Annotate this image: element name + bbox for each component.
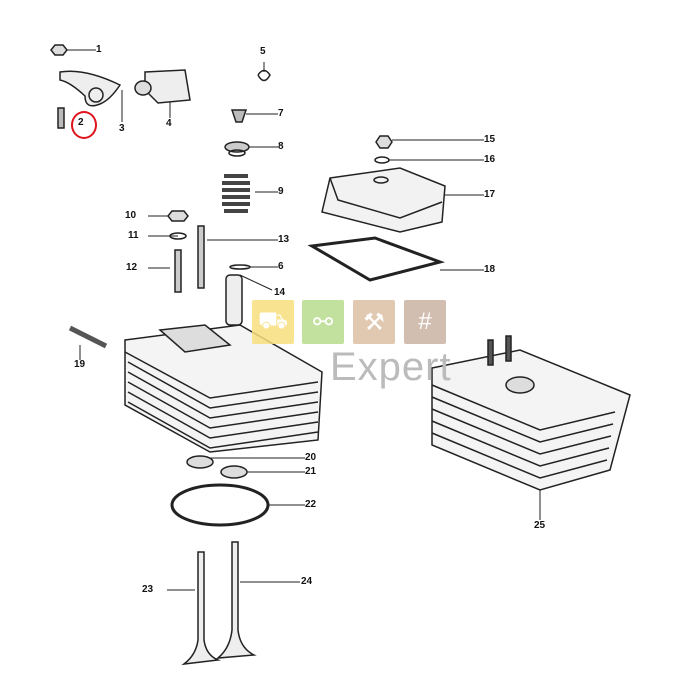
callout-18[interactable]: 18 xyxy=(484,264,496,275)
callout-17[interactable]: 17 xyxy=(484,189,496,200)
callout-15[interactable]: 15 xyxy=(484,134,496,145)
callout-25[interactable]: 25 xyxy=(534,520,546,531)
part-valve-spring-9 xyxy=(222,174,250,213)
callout-9[interactable]: 9 xyxy=(278,186,284,197)
part-spring-retainer-8 xyxy=(224,141,250,157)
tools-icon: ⚒ xyxy=(353,300,395,344)
part-washer-11 xyxy=(169,232,187,240)
tractor-icon: ⛟ xyxy=(252,300,294,344)
callout-14[interactable]: 14 xyxy=(274,287,286,298)
callout-21[interactable]: 21 xyxy=(305,466,317,477)
leader-lines xyxy=(66,49,541,591)
watermark-text: Expert xyxy=(330,345,452,389)
part-valve-cover-17 xyxy=(321,167,446,233)
callout-5[interactable]: 5 xyxy=(260,46,266,57)
callout-12[interactable]: 12 xyxy=(126,262,138,273)
callout-10[interactable]: 10 xyxy=(125,210,137,221)
part-screw-2 xyxy=(57,107,65,129)
part-stud-19 xyxy=(68,325,108,349)
callout-11[interactable]: 11 xyxy=(128,230,139,241)
callout-23[interactable]: 23 xyxy=(142,584,154,595)
part-rocker-arm-3 xyxy=(59,70,122,107)
part-nut-10 xyxy=(167,210,189,222)
callout-20[interactable]: 20 xyxy=(305,452,317,463)
part-cylinder-head-25 xyxy=(431,335,631,491)
part-seal-ring-6 xyxy=(229,264,251,270)
callout-1[interactable]: 1 xyxy=(96,44,102,55)
wheelbarrow-icon: ⚯ xyxy=(302,300,344,344)
callout-4[interactable]: 4 xyxy=(166,118,172,129)
part-valve-guide-14 xyxy=(225,274,243,326)
part-nut-15 xyxy=(375,135,393,149)
part-cover-gasket-18 xyxy=(307,236,446,282)
part-seat-ring-21 xyxy=(220,465,248,479)
callout-16[interactable]: 16 xyxy=(484,154,496,165)
callout-13[interactable]: 13 xyxy=(278,234,290,245)
callout-3[interactable]: 3 xyxy=(119,123,125,134)
callout-8[interactable]: 8 xyxy=(278,141,284,152)
callout-7[interactable]: 7 xyxy=(278,108,284,119)
part-seat-ring-20 xyxy=(186,455,214,469)
part-stud-13 xyxy=(197,225,205,289)
part-rocker-bracket-4 xyxy=(134,69,191,104)
part-stud-12 xyxy=(174,249,182,293)
highlight-circle xyxy=(71,111,97,139)
part-washer-16 xyxy=(374,156,390,164)
part-valve-keys-7 xyxy=(230,109,248,123)
part-circlip-5 xyxy=(257,69,271,82)
callout-24[interactable]: 24 xyxy=(301,576,313,587)
callout-22[interactable]: 22 xyxy=(305,499,317,510)
part-gasket-22 xyxy=(170,483,270,527)
callout-2[interactable]: 2 xyxy=(78,117,84,128)
part-cylinder-head-left xyxy=(124,324,323,453)
callout-6[interactable]: 6 xyxy=(278,261,284,272)
part-valve-24 xyxy=(215,541,257,659)
part-nut-1 xyxy=(50,44,68,56)
callout-19[interactable]: 19 xyxy=(74,359,86,370)
part-valve-23 xyxy=(181,551,221,666)
fence-icon: # xyxy=(404,300,446,344)
